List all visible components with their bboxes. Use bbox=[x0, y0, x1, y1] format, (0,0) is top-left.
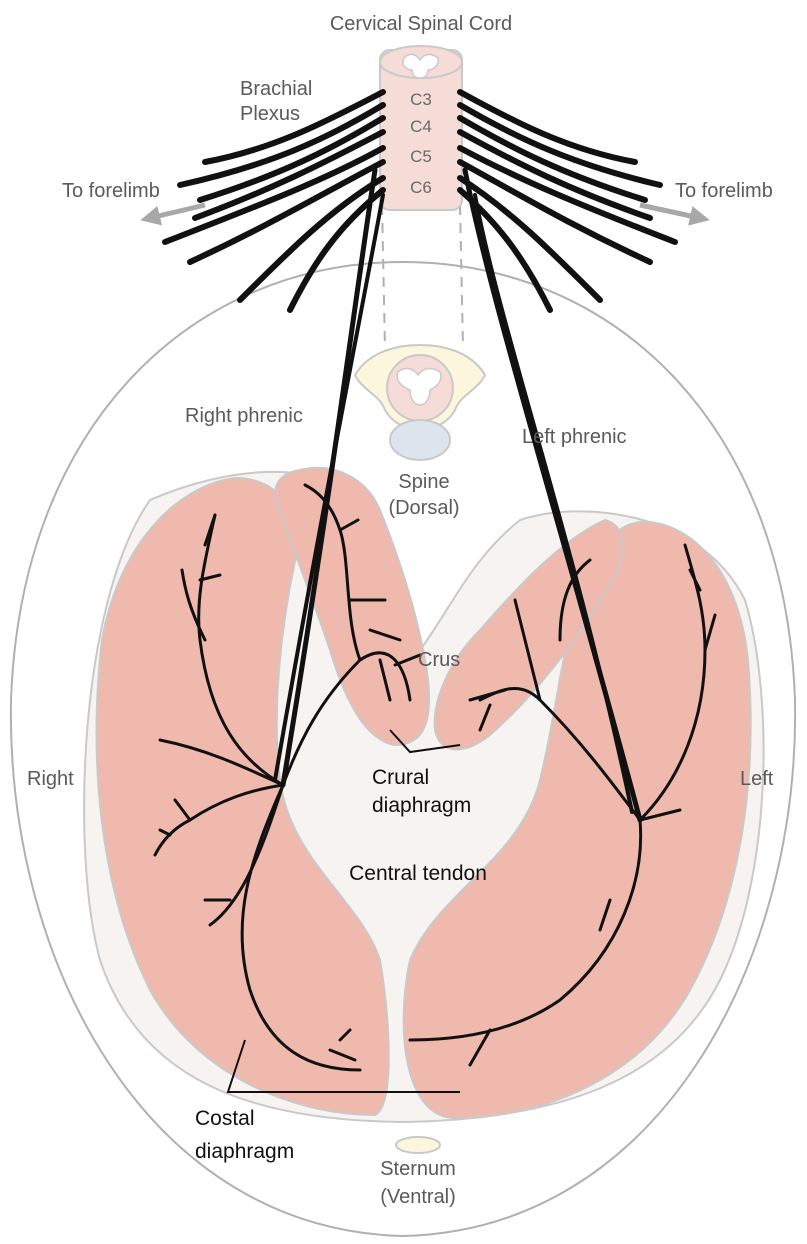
segment-label-c4: C4 bbox=[410, 117, 432, 136]
sternum-label-line2: (Ventral) bbox=[380, 1186, 456, 1208]
crural-diaphragm-label-line2: diaphragm bbox=[372, 794, 471, 817]
crural-diaphragm-label-line1: Crural bbox=[372, 766, 429, 789]
brachial-plexus-label-line2: Plexus bbox=[240, 103, 300, 125]
left-phrenic-label: Left phrenic bbox=[522, 426, 627, 448]
costal-diaphragm-label-line2: diaphragm bbox=[195, 1140, 294, 1163]
to-forelimb-left-label: To forelimb bbox=[62, 180, 160, 202]
crus-label: Crus bbox=[418, 649, 460, 671]
sternum-shape bbox=[396, 1137, 440, 1153]
right-phrenic-label: Right phrenic bbox=[185, 405, 303, 427]
cervical-spinal-cord-label: Cervical Spinal Cord bbox=[330, 13, 512, 35]
left-side-label: Left bbox=[740, 768, 774, 790]
sternum-label-line1: Sternum bbox=[380, 1158, 456, 1180]
central-tendon-label: Central tendon bbox=[349, 862, 487, 885]
spine-label-line2: (Dorsal) bbox=[388, 497, 459, 519]
spine-label-line1: Spine bbox=[398, 471, 449, 493]
vertebra-cross-section bbox=[355, 345, 485, 460]
spinal-projection-line-left bbox=[382, 205, 385, 348]
spinal-projection-line-right bbox=[460, 205, 463, 348]
right-side-label: Right bbox=[27, 768, 74, 790]
to-forelimb-right-label: To forelimb bbox=[675, 180, 773, 202]
segment-label-c5: C5 bbox=[410, 147, 432, 166]
costal-diaphragm-label-line1: Costal bbox=[195, 1107, 255, 1130]
segment-label-c3: C3 bbox=[410, 90, 432, 109]
brachial-plexus-label-line1: Brachial bbox=[240, 78, 312, 100]
segment-label-c6: C6 bbox=[410, 178, 432, 197]
